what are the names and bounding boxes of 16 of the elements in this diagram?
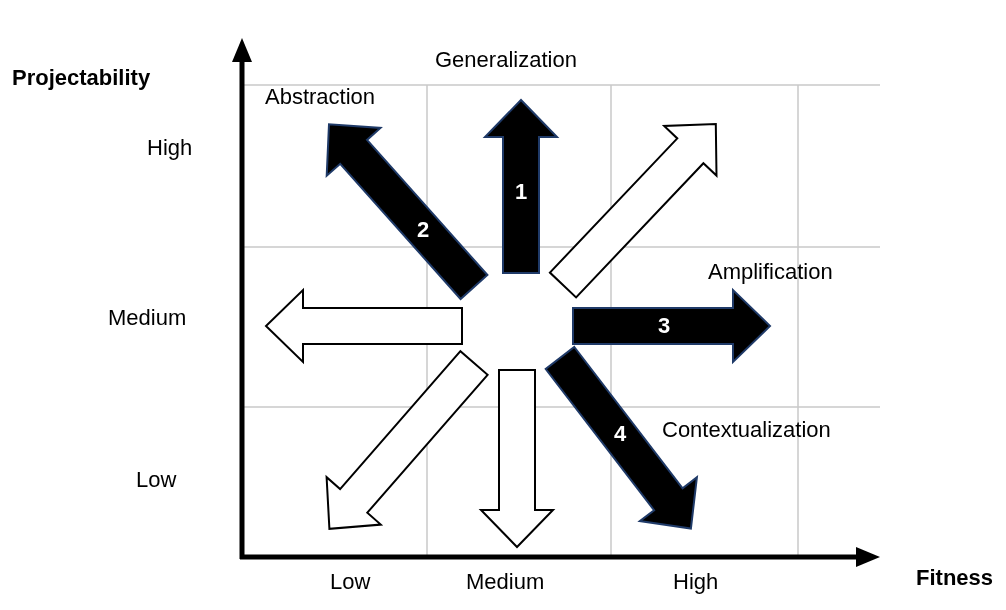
arrow-number: 2 [416, 219, 430, 241]
axis-tick-label: High [673, 571, 719, 593]
axis-title: Projectability [12, 67, 151, 89]
axis-tick-label: High [147, 137, 193, 159]
arrow-number: 4 [613, 423, 627, 445]
axis-title: Fitness [916, 567, 994, 589]
arrow-number: 1 [514, 181, 528, 203]
axis-tick-label: Medium [108, 307, 187, 329]
direction-label: Generalization [435, 49, 577, 71]
direction-label: Amplification [708, 261, 833, 283]
direction-label: Abstraction [265, 86, 376, 108]
axis-tick-label: Medium [466, 571, 545, 593]
axis-tick-label: Low [330, 571, 371, 593]
arrow-number: 3 [657, 315, 671, 337]
axis-tick-label: Low [136, 469, 177, 491]
direction-label: Contextualization [662, 419, 831, 441]
